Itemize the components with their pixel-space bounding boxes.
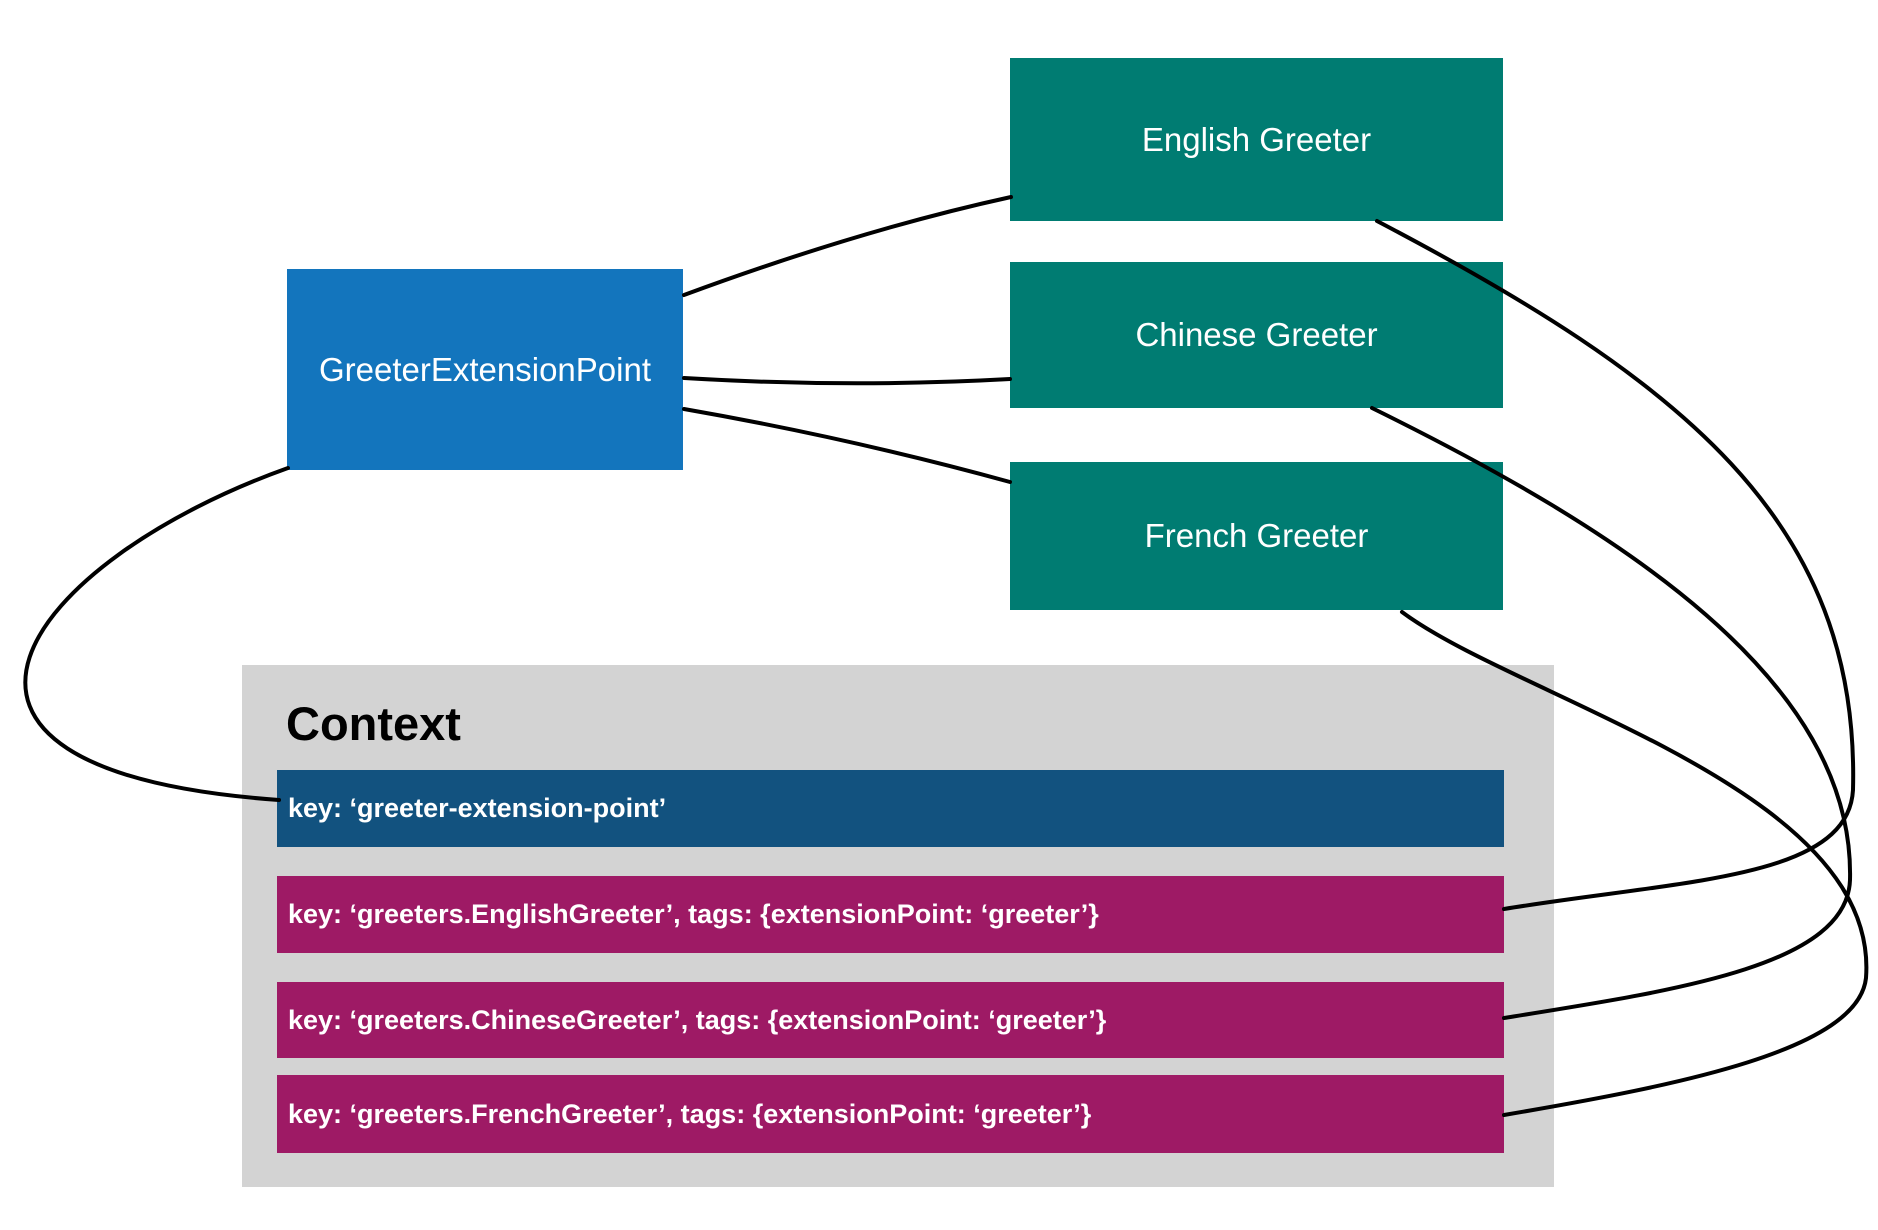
registration-bar-extension-point: key: ‘greeter-extension-point’ xyxy=(277,770,1504,847)
context-title: Context xyxy=(286,697,461,750)
registration-bar-chinese-greeter: key: ‘greeters.ChineseGreeter’, tags: {e… xyxy=(277,982,1504,1058)
registration-text-chinese-greeter: key: ‘greeters.ChineseGreeter’, tags: {e… xyxy=(288,1004,1107,1035)
registration-text-french-greeter: key: ‘greeters.FrenchGreeter’, tags: {ex… xyxy=(288,1098,1092,1129)
connector-extensionpoint-to-chinese xyxy=(682,376,1012,386)
registration-text-extension-point: key: ‘greeter-extension-point’ xyxy=(288,793,667,823)
connector-extensionpoint-to-french xyxy=(682,407,1012,484)
extension-point-label: GreeterExtensionPoint xyxy=(318,350,651,388)
registration-text-english-greeter: key: ‘greeters.EnglishGreeter’, tags: {e… xyxy=(288,899,1099,929)
connector-extensionpoint-to-english xyxy=(682,195,1013,297)
extension-point-box: GreeterExtensionPoint xyxy=(287,269,683,470)
greeter-box-french: French Greeter xyxy=(1010,462,1503,610)
greeter-box-chinese: Chinese Greeter xyxy=(1010,262,1503,408)
greeter-box-english: English Greeter xyxy=(1010,58,1503,221)
greeter-label-english: English Greeter xyxy=(1141,120,1372,158)
greeter-label-french: French Greeter xyxy=(1144,517,1369,554)
registration-bar-french-greeter: key: ‘greeters.FrenchGreeter’, tags: {ex… xyxy=(277,1075,1504,1153)
greeter-label-chinese: Chinese Greeter xyxy=(1135,316,1378,353)
registration-bar-english-greeter: key: ‘greeters.EnglishGreeter’, tags: {e… xyxy=(277,876,1504,953)
